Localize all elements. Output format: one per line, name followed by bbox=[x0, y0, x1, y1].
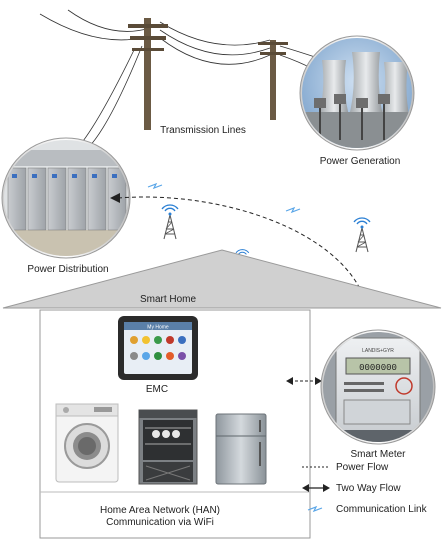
emc-label: EMC bbox=[146, 384, 168, 395]
power-distribution-label: Power Distribution bbox=[27, 264, 108, 275]
washing-machine bbox=[55, 403, 119, 483]
transmission-lines-label: Transmission Lines bbox=[160, 125, 246, 136]
arrow-left-icon bbox=[286, 377, 293, 385]
emc-tablet: My Home bbox=[118, 316, 198, 380]
smart-home-label: Smart Home bbox=[140, 294, 197, 305]
wifi-tower-icon bbox=[353, 217, 371, 253]
power-flow-line bbox=[117, 196, 366, 301]
smart-meter-label: Smart Meter bbox=[350, 449, 406, 460]
communication-signal-icon bbox=[147, 183, 163, 189]
communication-signal-icon bbox=[285, 207, 301, 213]
transmission-lines-illustration bbox=[39, 9, 319, 149]
power-generation-photo bbox=[299, 35, 415, 151]
meter-brand: LANDIS+GYR bbox=[362, 348, 394, 354]
tablet-header: My Home bbox=[147, 325, 169, 331]
power-generation-label: Power Generation bbox=[320, 156, 401, 167]
refrigerator bbox=[215, 413, 267, 485]
arrow-right-icon bbox=[315, 377, 322, 385]
arrow-left-icon bbox=[302, 484, 309, 492]
dishwasher bbox=[138, 409, 198, 485]
smart-meter-photo: LANDIS+GYR 0000000 bbox=[320, 329, 436, 445]
legend: Power Flow Two Way Flow Communication Li… bbox=[302, 462, 428, 515]
wifi-tower-icon bbox=[161, 204, 179, 240]
power-distribution-photo bbox=[1, 137, 131, 259]
arrow-right-icon bbox=[323, 484, 330, 492]
legend-communication-link-label: Communication Link bbox=[336, 504, 428, 515]
meter-display: 0000000 bbox=[359, 363, 397, 373]
power-flow-arrowhead bbox=[110, 193, 120, 203]
han-label-line2: Communication via WiFi bbox=[106, 517, 214, 528]
legend-power-flow-label: Power Flow bbox=[336, 462, 389, 473]
legend-two-way-flow-label: Two Way Flow bbox=[336, 483, 401, 494]
han-label-line1: Home Area Network (HAN) bbox=[100, 505, 220, 516]
